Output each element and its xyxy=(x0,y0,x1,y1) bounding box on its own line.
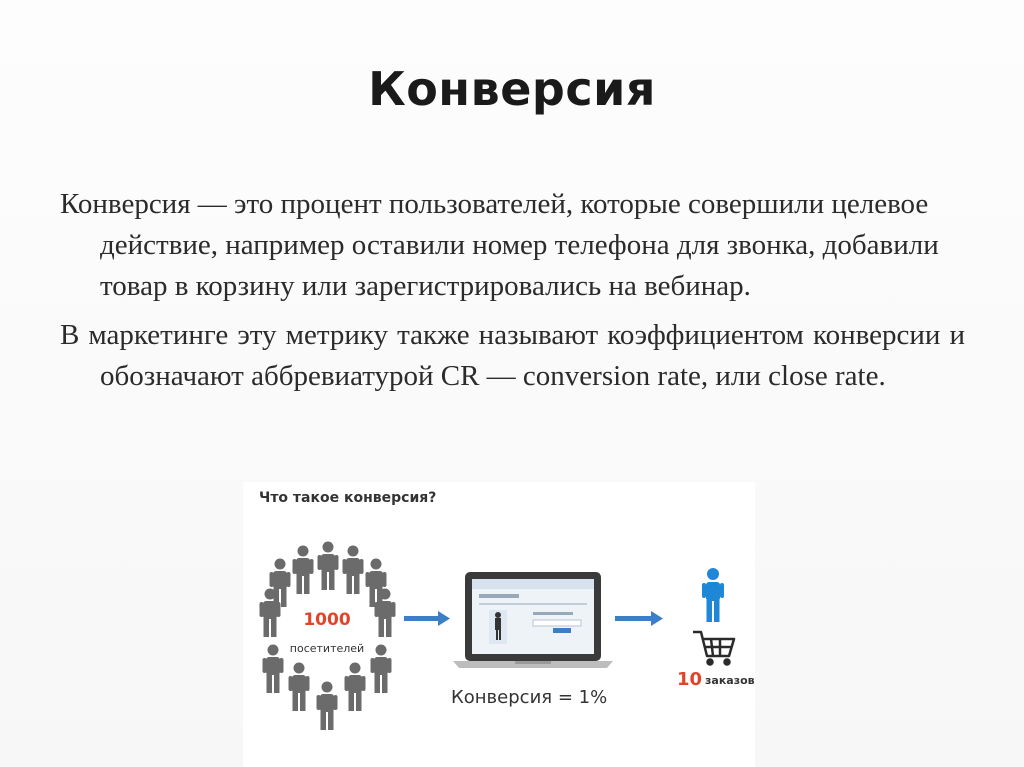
orders-count: 10 xyxy=(677,669,703,690)
cart-icon xyxy=(693,630,736,666)
visitors-count: 1000 xyxy=(303,610,351,630)
slide-title: Конверсия xyxy=(368,62,656,116)
conversion-infographic: Что такое конверсия? xyxy=(243,482,755,767)
person-icon xyxy=(344,662,366,711)
arrow-icon xyxy=(615,611,663,626)
cr-paragraph: В маркетинге эту метрику также называют … xyxy=(60,319,965,392)
buyer-icon xyxy=(702,568,724,622)
visitors-crowd xyxy=(259,541,396,730)
orders-label: заказов xyxy=(705,674,755,687)
person-icon xyxy=(269,558,291,607)
person-icon xyxy=(317,541,339,590)
person-icon xyxy=(292,545,314,594)
arrow-icon xyxy=(404,611,450,626)
definition-paragraph: Конверсия — это процент пользователей, к… xyxy=(60,188,939,302)
conversion-formula: Конверсия = 1% xyxy=(451,687,608,708)
person-icon xyxy=(288,662,310,711)
person-icon xyxy=(342,545,364,594)
person-icon xyxy=(316,681,338,730)
infographic-graphics xyxy=(259,541,736,730)
laptop-icon xyxy=(453,572,613,668)
slide-body: Конверсия — это процент пользователей, к… xyxy=(60,184,965,405)
visitors-label: посетителей xyxy=(289,642,365,655)
infographic-title: Что такое конверсия? xyxy=(259,490,437,506)
person-icon xyxy=(365,558,387,607)
